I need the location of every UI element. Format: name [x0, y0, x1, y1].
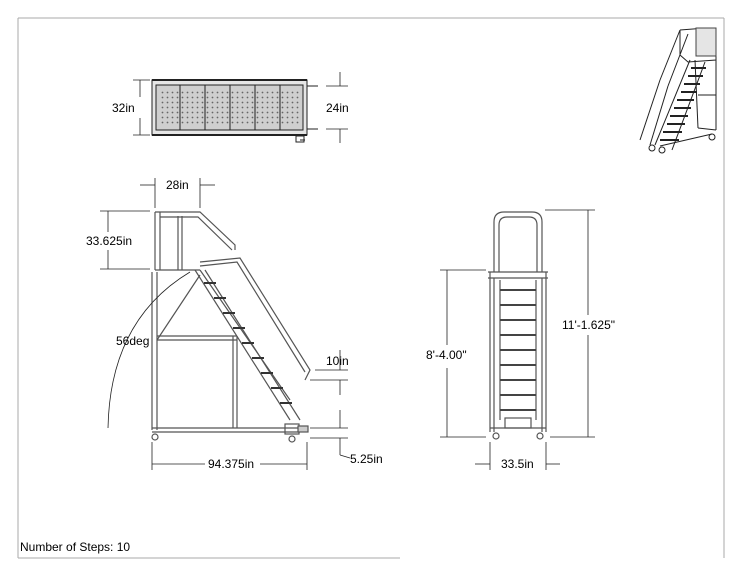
- dim-platform-height: 8'-4.00": [426, 348, 467, 362]
- front-view: [488, 211, 548, 440]
- top-view: [151, 79, 318, 143]
- dim-top-depth: 24in: [326, 101, 349, 115]
- dim-overall-height: 11'-1.625": [562, 318, 616, 332]
- dim-angle: 56deg: [116, 334, 150, 348]
- top-view-dimensions: [133, 72, 348, 143]
- dim-base-width: 33.5in: [501, 457, 534, 471]
- steps-caption: Number of Steps: 10: [20, 540, 131, 554]
- dim-rail-offset: 10in: [326, 354, 349, 368]
- dim-handrail-height: 33.625in: [86, 234, 133, 248]
- side-view: [151, 211, 311, 443]
- sheet-border: [17, 17, 725, 559]
- dim-top-width: 32in: [112, 101, 135, 115]
- dim-platform-depth: 28in: [166, 178, 189, 192]
- isometric-view: [639, 27, 717, 154]
- front-view-dimensions: [440, 209, 595, 470]
- side-view-dimensions: [100, 178, 351, 470]
- dim-caster-height: 5.25in: [350, 452, 383, 466]
- dim-base-length: 94.375in: [208, 457, 255, 471]
